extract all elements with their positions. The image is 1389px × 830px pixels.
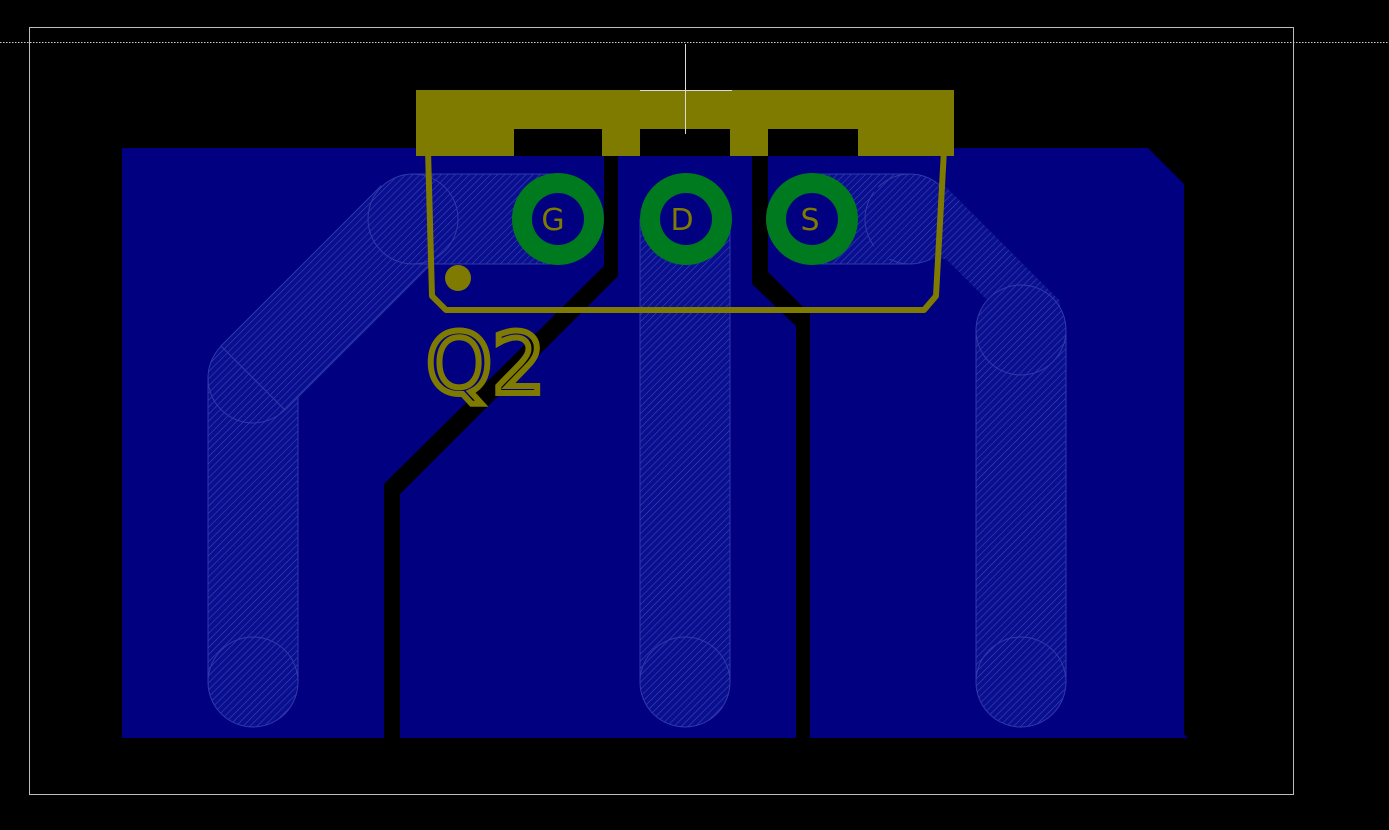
ghost-pad-right-bottom bbox=[975, 636, 1067, 728]
pad-d-hole bbox=[660, 193, 712, 245]
pad-s-label: S bbox=[800, 203, 819, 238]
pad-g-label: G bbox=[541, 203, 564, 238]
ghost-pad-right-top bbox=[975, 284, 1067, 376]
pad-g-hole bbox=[532, 193, 584, 245]
ghost-trace-drain bbox=[639, 218, 731, 683]
pad-g[interactable]: G bbox=[512, 173, 604, 265]
reference-designator[interactable]: Q2 bbox=[423, 312, 549, 416]
ghost-trace-left-vertical bbox=[207, 377, 299, 683]
ghost-pad-left-bottom bbox=[207, 636, 299, 728]
board-outline bbox=[29, 27, 1294, 795]
ghost-pad-drain-bottom bbox=[639, 636, 731, 728]
ghost-traces bbox=[207, 173, 1067, 728]
pad-s[interactable]: S bbox=[766, 173, 858, 265]
pad-d[interactable]: D bbox=[640, 173, 732, 265]
silkscreen-component-outline bbox=[425, 149, 947, 313]
ghost-trace-right-vertical bbox=[975, 329, 1067, 683]
ghost-pad-gate-left bbox=[367, 173, 459, 265]
pad-d-label: D bbox=[670, 203, 693, 238]
pad-s-hole bbox=[786, 193, 838, 245]
pin1-marker bbox=[445, 265, 471, 291]
